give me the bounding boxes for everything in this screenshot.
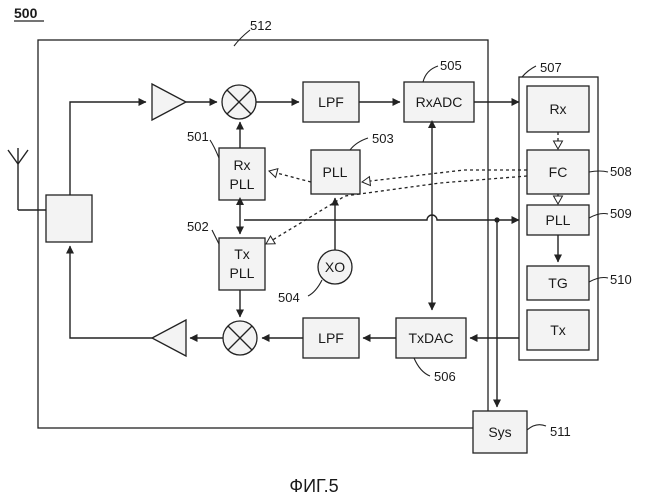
ref-512: 512 xyxy=(250,18,272,33)
ref-504: 504 xyxy=(278,290,300,305)
figure-caption: ФИГ.5 xyxy=(289,476,338,496)
sys-label: Sys xyxy=(488,424,511,440)
ref-502-leader xyxy=(212,230,219,244)
tg-label: TG xyxy=(548,275,567,291)
ref-504-leader xyxy=(308,280,322,296)
rx-label: Rx xyxy=(549,101,566,117)
wire-duplexer-to-lna xyxy=(70,102,146,195)
rx-lpf-label: LPF xyxy=(318,94,344,110)
wire-pa-to-duplexer xyxy=(70,246,152,338)
ref-505: 505 xyxy=(440,58,462,73)
tx-lpf-label: LPF xyxy=(318,330,344,346)
figure-number: 500 xyxy=(14,5,38,21)
duplexer-block xyxy=(46,195,92,242)
rxadc-label: RxADC xyxy=(416,94,463,110)
txdac-label: TxDAC xyxy=(408,330,453,346)
ref-506-leader xyxy=(414,358,430,376)
tx-pll-label-line1: Tx xyxy=(234,246,250,262)
fc-label: FC xyxy=(549,164,568,180)
ref-502: 502 xyxy=(187,219,209,234)
ref-512-leader xyxy=(234,30,250,46)
ref-501-leader xyxy=(210,140,219,158)
rx-pll-block xyxy=(219,148,265,200)
ref-503: 503 xyxy=(372,131,394,146)
ref-503-leader xyxy=(350,138,368,150)
rx-pll-label-line1: Rx xyxy=(233,157,250,173)
digital-pll-label: PLL xyxy=(546,212,571,228)
pll-label: PLL xyxy=(323,164,348,180)
ref-508: 508 xyxy=(610,164,632,179)
ref-506: 506 xyxy=(434,369,456,384)
ref-509: 509 xyxy=(610,206,632,221)
wire-control-bus xyxy=(244,215,519,220)
tx-mixer xyxy=(223,321,257,355)
lna-amplifier xyxy=(152,84,186,120)
ref-511: 511 xyxy=(550,424,571,439)
ref-511-leader xyxy=(527,425,546,430)
tx-pll-label-line2: PLL xyxy=(230,265,255,281)
tx-label: Tx xyxy=(550,322,566,338)
dash-pll-to-rx-pll xyxy=(269,171,311,182)
pa-amplifier xyxy=(152,320,186,356)
dash-fc-to-pll xyxy=(362,170,527,182)
antenna-icon xyxy=(8,148,46,210)
xo-label: XO xyxy=(325,259,345,275)
ref-501: 501 xyxy=(187,129,209,144)
rx-mixer xyxy=(222,85,256,119)
ref-505-leader xyxy=(423,66,438,82)
rx-pll-label-line2: PLL xyxy=(230,176,255,192)
ref-510: 510 xyxy=(610,272,632,287)
ref-507-leader xyxy=(522,66,536,77)
ref-507: 507 xyxy=(540,60,562,75)
